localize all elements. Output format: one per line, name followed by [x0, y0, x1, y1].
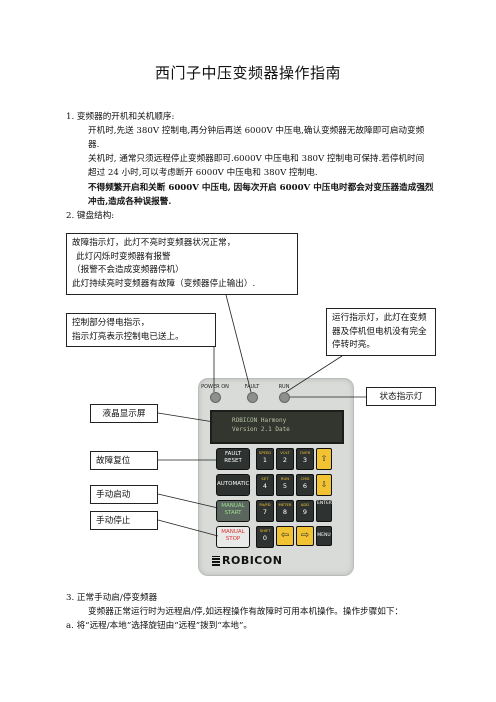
numpad-key-caption: VOLT [280, 450, 290, 455]
lcd-leader [157, 412, 215, 423]
fault-led-leader [225, 294, 252, 393]
numpad-key-number: 5 [282, 482, 288, 490]
numpad-key-caption: CMD [300, 476, 310, 481]
numpad-key-number: 3 [302, 456, 308, 464]
right-arrow-key[interactable]: ⇨ [296, 526, 314, 546]
section-3-line: 变频器正常运行时为远程启/停,如远程操作有故障时可用本机操作。操作步骤如下： [88, 607, 404, 617]
callout-line: 停转时亮。 [332, 340, 375, 350]
numpad-key-caption: ADD [300, 502, 310, 507]
status-led-callout: 状态指示灯 [366, 387, 436, 406]
numpad-key-number: 4 [262, 482, 268, 490]
numpad-key-number: 6 [302, 482, 308, 490]
lcd-line-1: ROBICON Harmony [232, 417, 287, 424]
section-3-heading: 3. 正常手动启/停变频器 [66, 593, 158, 603]
manual-start-key[interactable]: MANUAL START [216, 500, 250, 522]
numpad-key-caption: RUN [280, 476, 290, 481]
lcd-line-2: Version 2.1 Date [232, 426, 290, 433]
left-arrow-icon: ⇦ [280, 530, 290, 541]
callout-line: 控制部分得电指示， [72, 318, 150, 328]
run-led [279, 392, 290, 403]
section-1-heading: 1. 变频器的开机和关机顺序: [66, 112, 175, 122]
warning-line: 不得频繁开启和关断 6000V 中压电, 因每次开启 6000V 中压电时都会对… [88, 183, 434, 193]
power-led-callout: 控制部分得电指示， 指示灯亮表示控制电已送上。 [66, 313, 216, 347]
robicon-logo-icon [212, 556, 220, 566]
menu-key[interactable]: MENU [316, 526, 332, 546]
enter-key[interactable]: ENTER [316, 500, 332, 522]
section-1-line: 超过 24 小时,可以考虑断开 6000V 中压电和 380V 控制电. [88, 168, 318, 178]
manual-start-leader [157, 493, 219, 509]
right-arrow-icon: ⇨ [300, 530, 310, 541]
power-on-led [210, 392, 221, 403]
manual-stop-key[interactable]: MANUAL STOP [216, 526, 250, 548]
callout-line: 器及停机但电机没有完全 [332, 326, 427, 337]
manual-stop-callout: 手动停止 [90, 511, 158, 530]
numpad-key-caption: SPEED [258, 450, 272, 455]
up-arrow-icon: ⇧ [320, 454, 328, 463]
power-on-label: POWER ON [201, 384, 229, 390]
lcd-callout: 液晶显示屏 [90, 404, 158, 423]
fault-reset-callout: 故障复位 [90, 451, 158, 470]
callout-line: 运行指示灯，此灯在变频 [332, 313, 427, 323]
callout-line: 此灯持续亮时变频器有故障（变频器停止输出）. [72, 278, 256, 289]
fault-reset-key[interactable]: FAULT RESET [216, 448, 250, 470]
manual-stop-leader [157, 519, 219, 537]
brand-label: ROBICON [222, 554, 283, 567]
fault-led [247, 392, 258, 403]
numpad-key-number: 9 [302, 508, 308, 516]
lcd-screen: ROBICON Harmony Version 2.1 Date [210, 410, 344, 444]
down-arrow-icon: ⇩ [320, 480, 328, 489]
section-1-line: 关机时, 通常只须远程停止变频器即可.6000V 中压电和 380V 控制电可保… [88, 154, 425, 164]
numpad-key-caption: SET [261, 476, 269, 481]
run-label: RUN [278, 384, 290, 390]
callout-line: 此灯闪烁时变频器有报警 [76, 251, 171, 262]
fault-label: FAULT [244, 384, 260, 390]
callout-line: （报警不会造成变频器停机） [72, 265, 184, 275]
run-led-callout: 运行指示灯，此灯在变频 器及停机但电机没有完全 停转时亮。 [326, 308, 436, 356]
manual-start-callout: 手动启动 [90, 485, 158, 504]
run-led-leader [285, 355, 343, 393]
numpad-key-caption: OVER [299, 450, 311, 455]
page-title: 西门子中压变频器操作指南 [154, 64, 341, 82]
numpad-key-number: 0 [262, 534, 268, 542]
up-arrow-key[interactable]: ⇧ [316, 448, 332, 470]
fault-led-callout: 故障指示灯，此灯不亮时变频器状况正常， 此灯闪烁时变频器有报警 （报警不会造成变… [66, 233, 298, 295]
section-3-line: a. 将“远程/本地”选择旋钮由“远程”拨到“本地”。 [66, 621, 252, 631]
numpad-key-number: 2 [282, 456, 288, 464]
numpad-key-caption: PA/PD [259, 502, 271, 507]
down-arrow-key[interactable]: ⇩ [316, 474, 332, 496]
numpad-key-number: 1 [262, 456, 268, 464]
numpad-key-number: 8 [282, 508, 288, 516]
warning-line: 冲击,造成各种误报警. [88, 197, 172, 207]
numpad-key-caption: SHIFT [259, 528, 271, 533]
numpad-key-number: 7 [262, 508, 268, 516]
left-arrow-key[interactable]: ⇦ [276, 526, 294, 546]
callout-line: 指示灯亮表示控制电已送上。 [72, 331, 184, 342]
numpad-key-caption: METER [278, 502, 292, 507]
section-1-line: 开机时,先送 380V 控制电,再分钟后再送 6000V 中压电,确认变频器无故… [88, 126, 425, 136]
section-1-line: 器. [88, 140, 100, 150]
section-2-heading: 2. 键盘结构: [66, 211, 115, 221]
callout-line: 故障指示灯，此灯不亮时变频器状况正常， [72, 238, 236, 248]
automatic-key[interactable]: AUTOMATIC [216, 474, 250, 496]
